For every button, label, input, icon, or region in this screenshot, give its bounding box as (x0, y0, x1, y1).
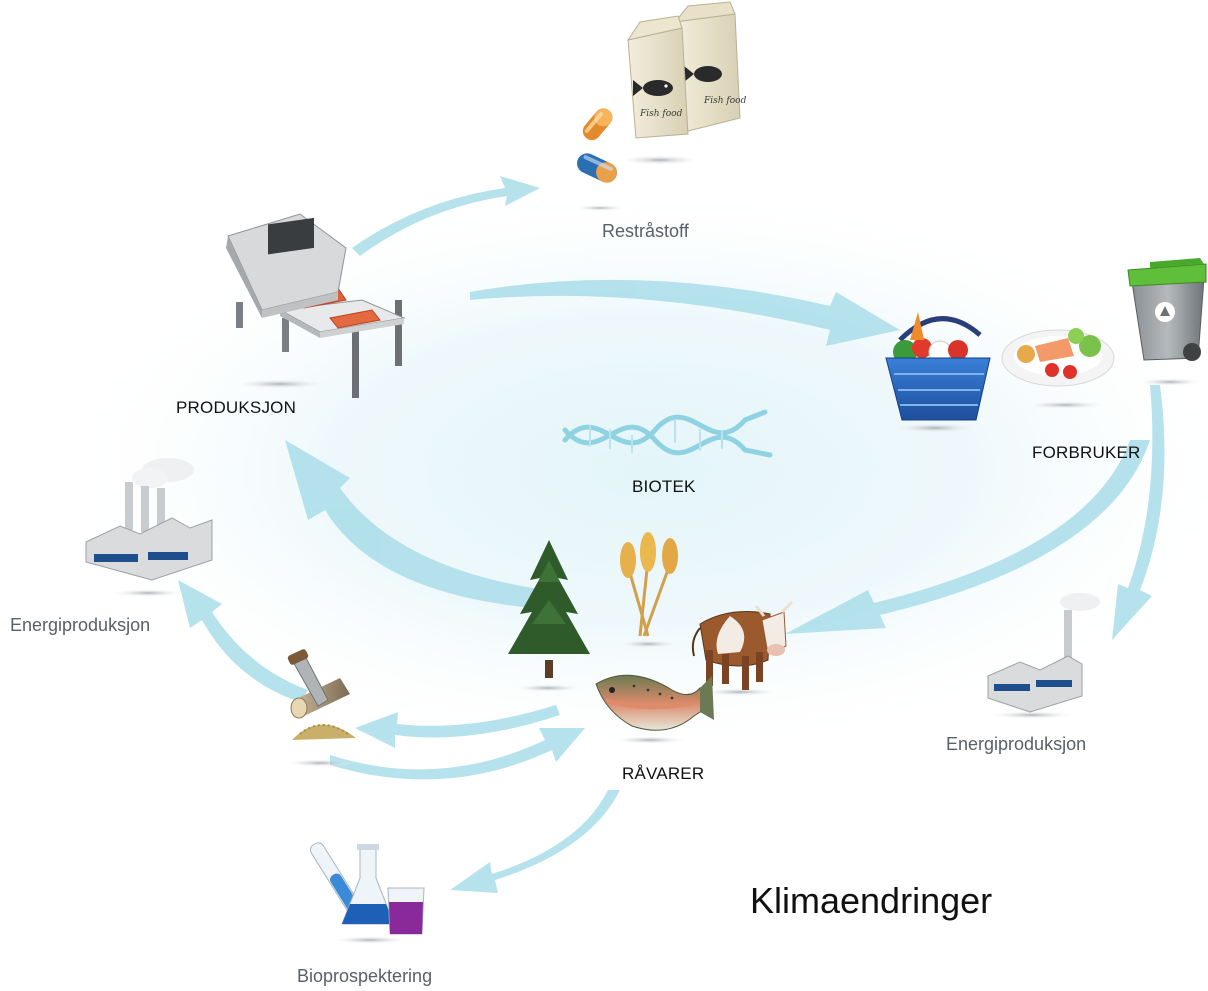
arrow-produksjon-to-restrastoff (352, 176, 540, 256)
production-machine-icon (226, 213, 406, 398)
arrow-ravarer-to-sawdust (355, 705, 560, 748)
flask-icon (341, 844, 395, 925)
label-klimaendringer: Klimaendringer (750, 880, 993, 921)
label-bioprospektering: Bioprospektering (297, 966, 433, 986)
shadows (110, 155, 1204, 944)
label-energiproduksjon-right: Energiproduksjon (946, 734, 1087, 754)
svg-text:Fish food: Fish food (703, 96, 747, 106)
spruce-tree-icon (508, 540, 590, 678)
sawdust-pile-icon (292, 724, 356, 740)
label-produksjon: PRODUKSJON (176, 398, 297, 417)
beaker-icon (387, 887, 425, 935)
wheat-icon (620, 532, 678, 637)
arrow-forbruker-to-energi (1112, 385, 1165, 640)
shopping-basket-icon (885, 312, 991, 421)
arrow-sawdust-to-energi (178, 580, 308, 702)
label-ravarer: RÅVARER (622, 764, 705, 783)
log-saw-icon (287, 649, 350, 719)
factory-icon (85, 458, 213, 581)
trout-icon (595, 674, 714, 731)
arrow-ravarer-to-bioprospektering (450, 790, 620, 893)
factory-icon (987, 593, 1100, 713)
capsule-icon (577, 108, 617, 183)
food-plate-icon (1001, 328, 1115, 387)
fish-food-bag-icon: Fish food Fish food (626, 1, 747, 139)
arrow-produksjon-to-forbruker (470, 279, 900, 346)
label-restrastoff: Restråstoff (602, 221, 689, 241)
dna-icon (562, 409, 773, 458)
label-biotek: BIOTEK (632, 477, 696, 496)
label-energiproduksjon-left: Energiproduksjon (10, 615, 151, 635)
recycle-bin-icon (1127, 258, 1207, 361)
label-forbruker: FORBRUKER (1032, 443, 1141, 462)
cow-icon (691, 600, 794, 690)
svg-text:Fish food: Fish food (639, 109, 683, 119)
arrow-sawdust-to-ravarer (330, 728, 585, 780)
